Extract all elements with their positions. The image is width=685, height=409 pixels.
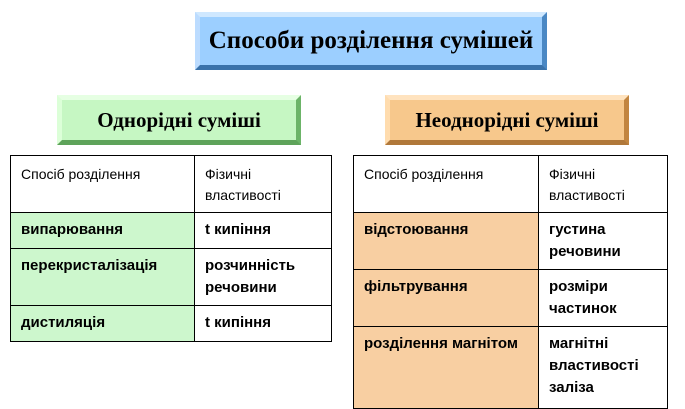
homogeneous-heading: Однорідні суміші — [57, 95, 301, 145]
table-row: перекристалізація розчинність речовини — [10, 248, 332, 306]
method-cell: відстоювання — [353, 212, 539, 270]
homogeneous-heading-text: Однорідні суміші — [97, 107, 261, 132]
method-cell: дистиляція — [10, 305, 195, 342]
property-cell: t кипіння — [194, 305, 332, 342]
diagram-title-text: Способи розділення сумішей — [208, 27, 534, 54]
method-cell: перекристалізація — [10, 248, 195, 306]
table-row: розділення магнітом магнітні властивості… — [353, 326, 668, 409]
table-row: фільтрування розміри частинок — [353, 269, 668, 327]
table-header-row: Спосіб розділення Фізичні властивості — [10, 155, 332, 213]
table-row: випарювання t кипіння — [10, 212, 332, 249]
column-header-method: Спосіб розділення — [353, 155, 539, 213]
table-row: дистиляція t кипіння — [10, 305, 332, 342]
property-cell: густина речовини — [538, 212, 668, 270]
method-cell: фільтрування — [353, 269, 539, 327]
heterogeneous-heading: Неоднорідні суміші — [385, 95, 629, 145]
property-cell: розміри частинок — [538, 269, 668, 327]
column-header-property: Фізичні властивості — [194, 155, 332, 213]
method-cell: випарювання — [10, 212, 195, 249]
column-header-method: Спосіб розділення — [10, 155, 195, 213]
table-header-row: Спосіб розділення Фізичні властивості — [353, 155, 668, 213]
property-cell: магнітні властивості заліза — [538, 326, 668, 409]
diagram-title: Способи розділення сумішей — [195, 12, 547, 70]
property-cell: t кипіння — [194, 212, 332, 249]
method-cell: розділення магнітом — [353, 326, 539, 409]
column-header-property: Фізичні властивості — [538, 155, 668, 213]
homogeneous-table: Спосіб розділення Фізичні властивості ви… — [10, 155, 332, 342]
table-row: відстоювання густина речовини — [353, 212, 668, 270]
heterogeneous-heading-text: Неоднорідні суміші — [415, 107, 599, 132]
heterogeneous-table: Спосіб розділення Фізичні властивості ві… — [353, 155, 668, 409]
property-cell: розчинність речовини — [194, 248, 332, 306]
